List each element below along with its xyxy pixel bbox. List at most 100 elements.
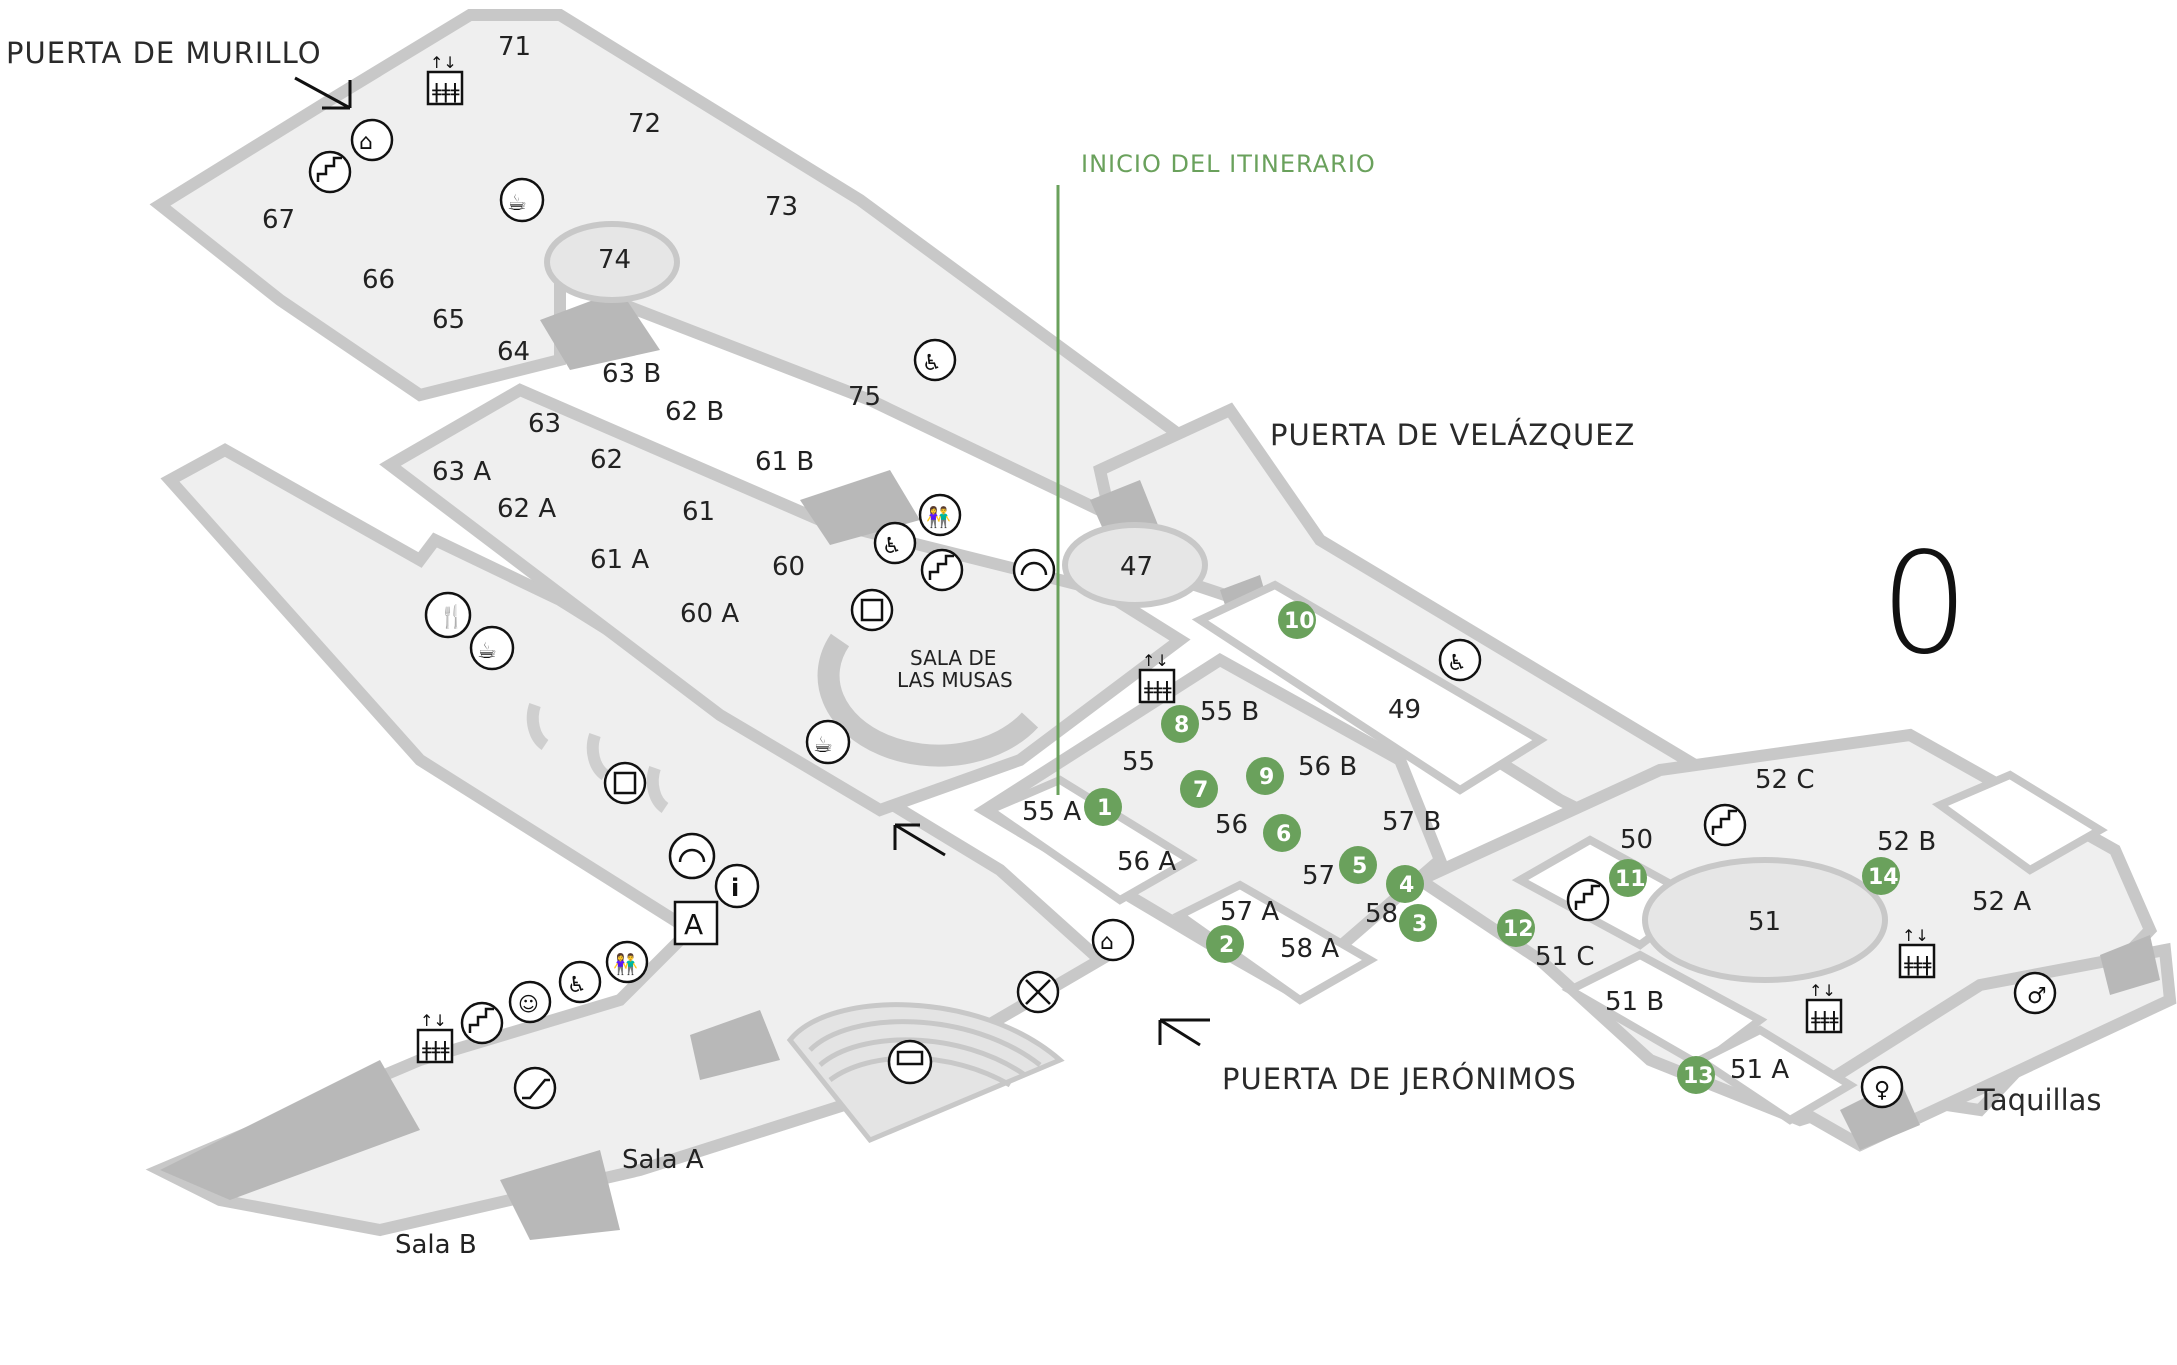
audioguide-icon[interactable] [1012,548,1056,592]
room-51a: 51 A [1730,1055,1789,1085]
stop-10[interactable]: 10 [1278,601,1316,639]
svg-text:A: A [684,908,703,941]
elevator-icon[interactable]: ǂǂǂ ↑↓ [416,1011,454,1064]
cloakroom-icon[interactable]: ⌂ [1091,918,1135,962]
cloakroom-icon[interactable]: ⌂ [350,118,394,162]
stop-13[interactable]: 13 [1677,1056,1715,1094]
wheelchair-icon[interactable]: ♿ [913,338,957,382]
svg-text:♿: ♿ [567,973,587,998]
svg-text:👫: 👫 [926,505,951,529]
ticket-icon[interactable]: A [673,900,719,946]
wheelchair-icon[interactable]: ♿ [1438,638,1482,682]
room-63b: 63 B [602,359,661,389]
room-62a: 62 A [497,494,556,524]
svg-text:11: 11 [1615,867,1646,892]
room-sala-b: Sala B [395,1230,477,1260]
room-63a: 63 A [432,457,491,487]
wheelchair-icon[interactable]: ♿ [873,521,917,565]
cafe-icon[interactable]: ☕ [499,177,545,223]
svg-text:12: 12 [1503,917,1534,942]
audioguide-icon[interactable] [668,832,716,880]
cafe-icon[interactable]: ☕ [469,625,515,671]
decorative-arcs [526,702,669,813]
stop-12[interactable]: 12 [1497,909,1535,947]
cafe-icon[interactable]: ☕ [805,719,851,765]
room-72: 72 [628,109,661,139]
stop-9[interactable]: 9 [1246,757,1284,795]
svg-text:1: 1 [1097,796,1112,821]
room-55b: 55 B [1200,697,1259,727]
restroom-icon[interactable]: 👫 [918,493,962,537]
room-63: 63 [528,409,561,439]
stairs-icon[interactable] [308,150,352,194]
svg-text:14: 14 [1868,865,1899,890]
svg-text:↑↓: ↑↓ [420,1011,447,1030]
stop-8[interactable]: 8 [1161,705,1199,743]
svg-text:♀: ♀ [1874,1078,1890,1103]
room-71: 71 [498,32,531,62]
svg-text:↑↓: ↑↓ [1142,651,1169,670]
shop-icon[interactable] [850,588,894,632]
restaurant-icon[interactable]: 🍴 [424,591,472,639]
room-51c: 51 C [1535,942,1595,972]
stop-3[interactable]: 3 [1399,904,1437,942]
svg-text:♂: ♂ [2027,984,2047,1009]
baby-changing-icon[interactable]: ☺ [508,980,552,1024]
stop-2[interactable]: 2 [1206,925,1244,963]
room-58: 58 [1365,899,1398,929]
svg-text:9: 9 [1259,765,1274,790]
elevator-icon[interactable]: ǂǂǂ↑↓ [426,53,464,106]
door-jeronimos-label: PUERTA DE JERÓNIMOS [1222,1062,1577,1096]
room-47: 47 [1120,552,1153,582]
musas-label-2: LAS MUSAS [897,668,1013,692]
wheelchair-icon[interactable]: ♿ [558,960,602,1004]
escalator-icon[interactable] [513,1066,557,1110]
room-56a: 56 A [1117,847,1176,877]
room-52c: 52 C [1755,765,1815,795]
elevator-icon[interactable]: ǂǂǂ↑↓ [1138,651,1176,704]
svg-text:ǂǂǂ: ǂǂǂ [1904,952,1932,976]
door-velazquez-label: PUERTA DE VELÁZQUEZ [1270,418,1636,452]
stop-4[interactable]: 4 [1386,865,1424,903]
elevator-icon[interactable]: ǂǂǂ ↑↓ [1898,926,1936,979]
restroom-icon[interactable]: 👫 [605,940,649,984]
info-icon[interactable]: i [714,863,760,909]
stop-6[interactable]: 6 [1263,814,1301,852]
svg-text:2: 2 [1219,933,1234,958]
auditorium-icon[interactable] [887,1039,933,1085]
room-52a: 52 A [1972,887,2031,917]
room-65: 65 [432,305,465,335]
woman-icon[interactable]: ♀ [1860,1065,1904,1109]
stop-5[interactable]: 5 [1339,846,1377,884]
svg-text:♿: ♿ [882,534,902,559]
stairs-icon[interactable] [920,548,964,592]
room-55a: 55 A [1022,797,1081,827]
room-74: 74 [598,245,631,275]
svg-text:🍴: 🍴 [438,604,465,630]
room-51b: 51 B [1605,987,1664,1017]
shop-icon[interactable] [603,761,647,805]
stop-14[interactable]: 14 [1862,857,1900,895]
svg-text:4: 4 [1399,873,1414,898]
svg-text:10: 10 [1284,609,1315,634]
room-56: 56 [1215,810,1248,840]
man-icon[interactable]: ♂ [2013,971,2057,1015]
stop-11[interactable]: 11 [1609,859,1647,897]
stairs-icon[interactable] [460,1001,504,1045]
elevator-icon[interactable]: ǂǂǂ↑↓ [1805,981,1843,1034]
svg-text:↑↓: ↑↓ [1902,926,1929,945]
svg-text:ǂǂǂ: ǂǂǂ [422,1037,450,1061]
service-icons: ǂǂǂ↑↓ ǂǂǂ↑↓ ǂǂǂ↑↓ ǂǂǂ↑↓ ǂǂǂ↑↓ ⌂ ☕ ♿ 👫 ♿ … [308,53,2057,1110]
stairs-icon[interactable] [1703,803,1747,847]
itinerary-start-label: INICIO DEL ITINERARIO [1081,150,1376,178]
stop-7[interactable]: 7 [1180,770,1218,808]
stop-1[interactable]: 1 [1084,788,1122,826]
room-49: 49 [1388,695,1421,725]
room-51: 51 [1748,907,1781,937]
no-entry-icon[interactable] [1016,970,1060,1014]
room-64: 64 [497,337,530,367]
svg-text:♿: ♿ [1447,651,1467,676]
stairs-icon[interactable] [1566,878,1610,922]
central-block [379,383,1191,817]
rotunda-51 [1642,857,1888,983]
